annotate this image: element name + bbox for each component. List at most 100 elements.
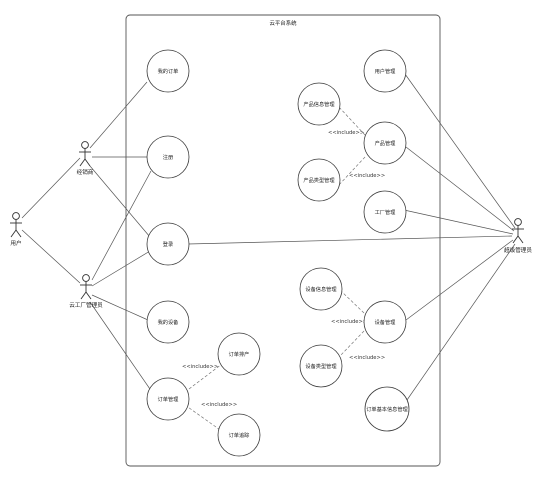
actor-user-label: 用户: [10, 239, 21, 247]
use-case-my-devices-ellipse: [146, 300, 190, 344]
assoc-admin-device-mgmt: [405, 239, 514, 321]
use-case-device-type-mgmt[interactable]: 设备类型管理: [299, 344, 343, 388]
use-case-my-devices-label: 我的设备: [158, 318, 180, 326]
use-case-my-orders-label: 我的订单: [158, 67, 179, 75]
actor-platform-admin-left-leg: [512, 235, 519, 244]
actor-user-left-leg: [10, 229, 17, 238]
actor-factory-admin-head: [82, 274, 90, 282]
actor-supplier-head: [81, 141, 89, 149]
use-case-order-track-ellipse: [217, 413, 261, 457]
use-case-order-schedule[interactable]: 订单排产: [217, 332, 261, 376]
use-case-register[interactable]: 注册: [146, 135, 190, 179]
actor-user-head: [12, 212, 20, 220]
include-dependencies: <<include>> <<include>> <<include>> <<in…: [182, 105, 385, 433]
actor-factory-admin-label: 云工厂管理员: [69, 301, 103, 309]
use-case-order-mgmt[interactable]: 订单管理: [146, 377, 190, 421]
assoc-factory-login: [91, 250, 151, 287]
use-case-device-type-mgmt-ellipse: [299, 344, 343, 388]
use-case-product-mgmt[interactable]: 产品管理: [363, 121, 407, 165]
use-case-order-base-info-mgmt-ellipse: [364, 386, 410, 432]
use-case-product-mgmt-ellipse: [363, 121, 407, 165]
actor-factory-admin-right-leg: [85, 291, 92, 300]
include-line-product-info: [337, 105, 366, 136]
use-case-user-mgmt-label: 用户管理: [375, 67, 397, 75]
actors: 用户 经销商 云工厂管理员 超级管理员: [10, 141, 532, 309]
use-case-register-label: 注册: [163, 153, 173, 161]
assoc-factory-register: [91, 170, 152, 281]
use-case-device-info-mgmt-label: 设备信息管理: [305, 285, 337, 293]
use-case-order-track[interactable]: 订单追踪: [217, 413, 261, 457]
actor-platform-admin[interactable]: 超级管理员: [504, 218, 532, 254]
actor-platform-admin-label: 超级管理员: [504, 246, 532, 254]
assoc-supplier-login: [89, 165, 151, 238]
include-label-order-track: <<include>>: [201, 402, 237, 408]
use-case-order-schedule-ellipse: [217, 332, 261, 376]
use-case-order-base-info-mgmt[interactable]: 订单基本信息管理: [364, 386, 410, 432]
actor-supplier[interactable]: 经销商: [77, 141, 94, 176]
use-case-factory-mgmt[interactable]: 工厂管理: [363, 190, 407, 234]
include-label-product-type: <<include>>: [349, 173, 385, 179]
actor-user[interactable]: 用户: [10, 212, 22, 247]
use-case-device-mgmt-label: 设备管理: [375, 318, 397, 326]
include-label-order-schedule: <<include>>: [182, 364, 218, 370]
include-label-device-info: <<include>>: [331, 319, 367, 325]
actor-platform-admin-right-leg: [517, 235, 524, 244]
use-case-user-mgmt[interactable]: 用户管理: [363, 49, 407, 93]
actor-supplier-label: 经销商: [77, 168, 94, 176]
use-case-device-info-mgmt-ellipse: [299, 267, 343, 311]
assoc-user-supplier: [21, 157, 81, 219]
assoc-admin-factory-mgmt: [403, 209, 514, 235]
use-case-login-ellipse: [146, 222, 190, 266]
use-case-my-orders-ellipse: [146, 49, 190, 93]
actor-platform-admin-head: [514, 218, 522, 226]
system-title: 云平台系统: [270, 19, 298, 27]
use-case-register-ellipse: [146, 135, 190, 179]
include-line-order-track: [184, 404, 224, 433]
include-line-device-type: [339, 330, 365, 357]
use-case-order-mgmt-ellipse: [146, 377, 190, 421]
use-case-product-info-mgmt[interactable]: 产品信息管理: [297, 82, 341, 126]
system-boundary-box: [125, 14, 441, 467]
use-case-product-info-mgmt-ellipse: [297, 82, 341, 126]
assoc-admin-login: [187, 235, 513, 245]
use-case-device-mgmt[interactable]: 设备管理: [363, 300, 407, 344]
assoc-admin-user-mgmt: [404, 73, 516, 229]
assoc-admin-order-base-info: [406, 243, 516, 401]
use-case-login[interactable]: 登录: [146, 222, 190, 266]
actor-supplier-left-leg: [79, 158, 86, 167]
use-case-product-mgmt-label: 产品管理: [375, 139, 397, 147]
use-case-device-mgmt-ellipse: [363, 300, 407, 344]
assoc-supplier-my-orders: [89, 81, 148, 149]
actor-factory-admin-left-leg: [80, 291, 87, 300]
assoc-factory-order-mgmt: [89, 301, 153, 393]
assoc-factory-my-devices: [91, 294, 149, 321]
use-case-login-label: 登录: [163, 240, 173, 248]
use-case-factory-mgmt-ellipse: [363, 190, 407, 234]
include-label-product-info: <<include>>: [328, 130, 364, 136]
use-case-user-mgmt-ellipse: [363, 49, 407, 93]
assoc-user-factory-admin: [21, 229, 81, 284]
use-case-product-type-mgmt[interactable]: 产品类型管理: [297, 158, 341, 202]
assoc-admin-product-mgmt: [405, 146, 515, 232]
include-line-product-type: [337, 156, 366, 187]
use-case-my-devices[interactable]: 我的设备: [146, 300, 190, 344]
actor-factory-admin[interactable]: 云工厂管理员: [69, 274, 103, 309]
use-cases: 我的订单 注册 登录 我的设备 订单管理 订单排产 订单追踪 用户管理: [146, 49, 410, 457]
use-case-factory-mgmt-label: 工厂管理: [375, 208, 397, 216]
use-case-order-schedule-label: 订单排产: [229, 350, 250, 358]
actor-user-right-leg: [15, 229, 22, 238]
use-case-order-base-info-mgmt-label: 订单基本信息管理: [366, 405, 408, 413]
use-case-product-info-mgmt-label: 产品信息管理: [303, 100, 335, 108]
use-case-order-track-label: 订单追踪: [229, 431, 251, 439]
include-line-order-schedule: [184, 363, 223, 393]
associations: [21, 73, 516, 401]
include-label-device-type: <<include>>: [349, 355, 385, 361]
include-line-device-info: [339, 289, 365, 314]
use-case-product-type-mgmt-ellipse: [297, 158, 341, 202]
use-case-my-orders[interactable]: 我的订单: [146, 49, 190, 93]
use-case-device-info-mgmt[interactable]: 设备信息管理: [299, 267, 343, 311]
system-boundary: 云平台系统: [125, 14, 441, 467]
use-case-order-mgmt-label: 订单管理: [158, 395, 180, 403]
use-case-device-type-mgmt-label: 设备类型管理: [305, 362, 337, 370]
